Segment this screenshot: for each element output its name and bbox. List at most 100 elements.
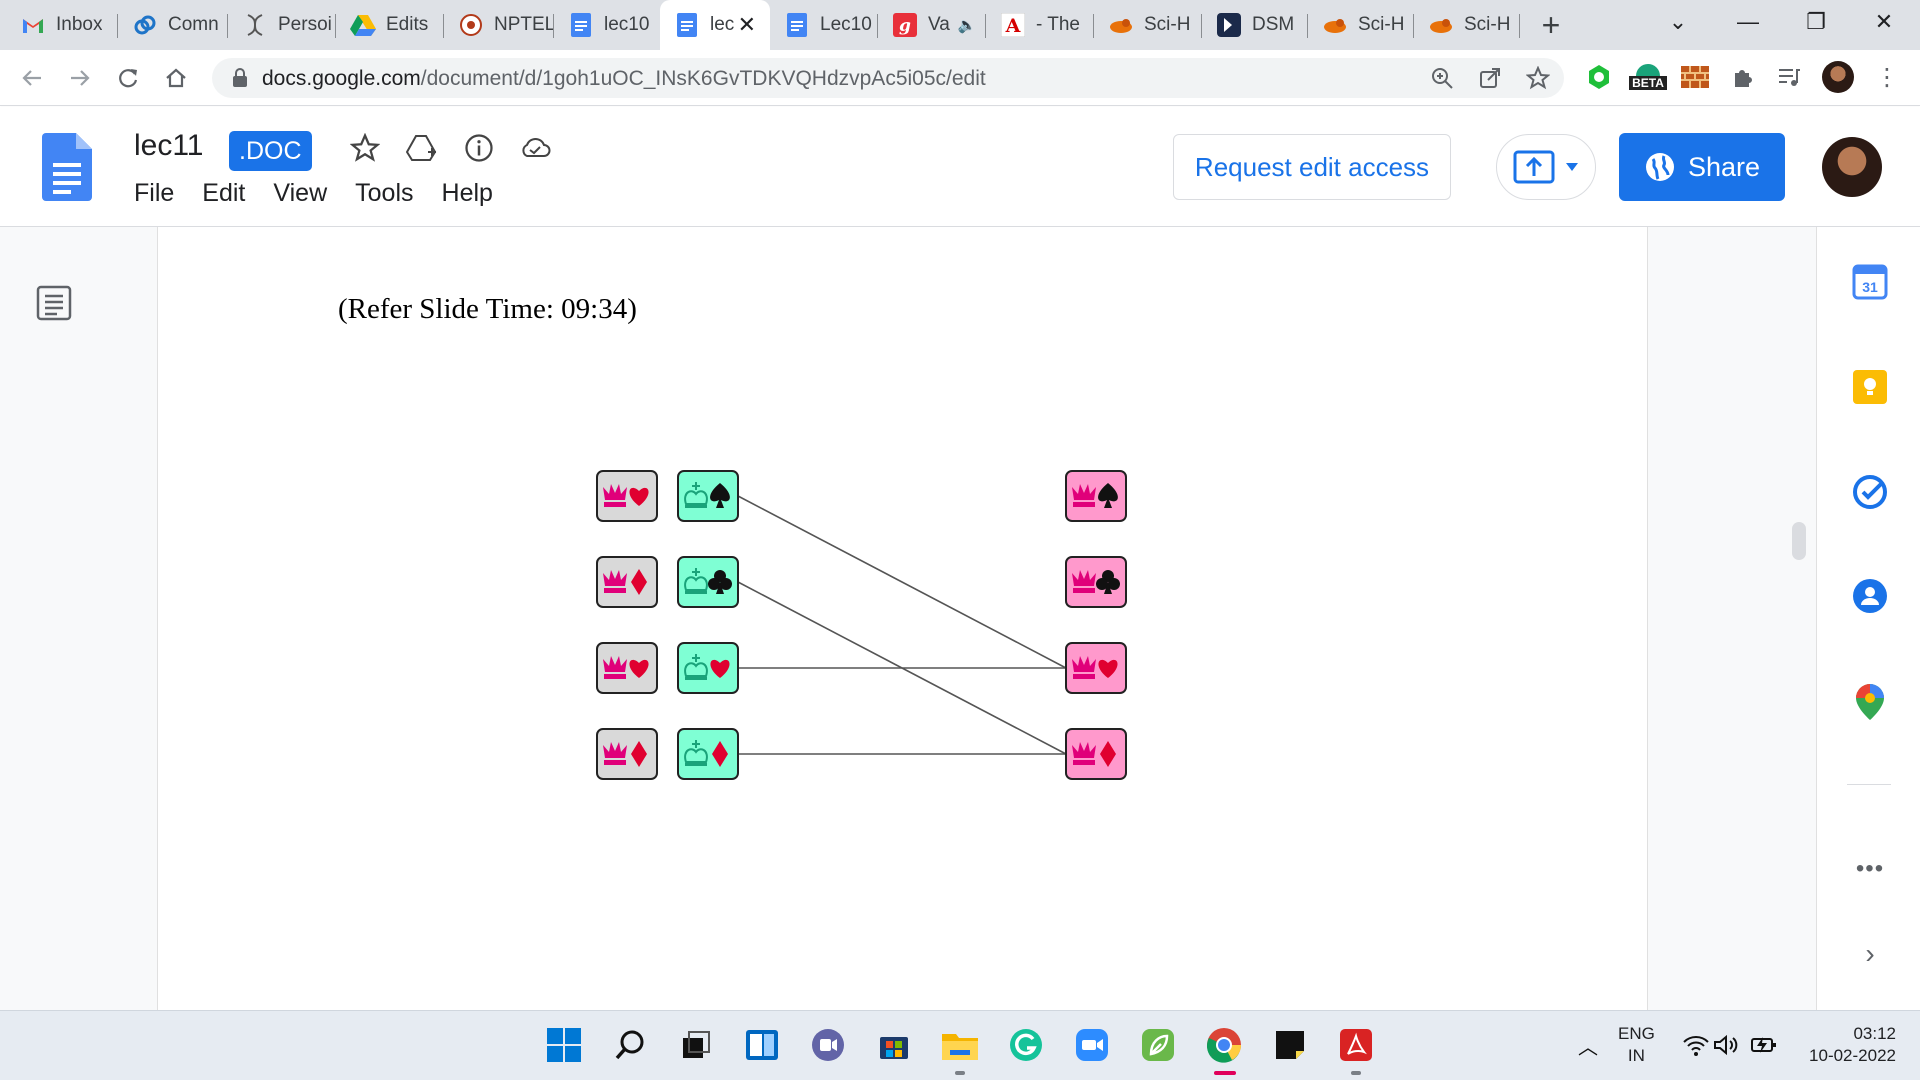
document-outline-icon[interactable] <box>36 285 72 326</box>
start-icon[interactable] <box>544 1025 584 1065</box>
volume-icon[interactable] <box>1706 1025 1746 1065</box>
widgets-icon[interactable] <box>742 1025 782 1065</box>
vertical-scrollbar-thumb[interactable] <box>1792 522 1806 560</box>
menu-tools[interactable]: Tools <box>355 179 414 207</box>
extensions-puzzle-icon[interactable] <box>1726 60 1760 94</box>
language-indicator[interactable]: ENG IN <box>1618 1023 1655 1067</box>
crow-icon <box>1428 12 1454 38</box>
extension-wall-icon[interactable] <box>1678 60 1712 94</box>
home-button[interactable] <box>156 58 196 98</box>
tab-va[interactable]: g Va 🔈 <box>878 0 986 50</box>
sticky-notes-icon[interactable] <box>1270 1025 1310 1065</box>
battery-charging-icon[interactable] <box>1744 1025 1784 1065</box>
tab-dsm[interactable]: DSM <box>1202 0 1308 50</box>
tab-lec10[interactable]: lec10 <box>554 0 660 50</box>
cloud-saved-icon[interactable] <box>516 129 554 167</box>
tab-scihub-3[interactable]: Sci-H <box>1414 0 1520 50</box>
back-button[interactable] <box>12 58 52 98</box>
tab-scihub-2[interactable]: Sci-H <box>1308 0 1414 50</box>
leaf-app-icon[interactable] <box>1138 1025 1178 1065</box>
reload-button[interactable] <box>108 58 148 98</box>
chevron-up-icon[interactable]: ︿ <box>1578 1036 1598 1059</box>
search-icon[interactable] <box>610 1025 650 1065</box>
zoom-meeting-icon[interactable] <box>1072 1025 1112 1065</box>
doc-format-badge: .DOC <box>229 131 312 171</box>
wifi-icon[interactable] <box>1676 1025 1716 1065</box>
address-bar[interactable]: docs.google.com/document/d/1goh1uOC_INsK… <box>212 58 1564 98</box>
diamond-suit-icon <box>631 569 647 595</box>
middle-card-king-diamond <box>677 728 739 780</box>
card-face <box>677 556 739 608</box>
present-upload-icon <box>1513 150 1555 184</box>
system-clock[interactable]: 03:12 10-02-2022 <box>1796 1023 1896 1067</box>
calendar-icon[interactable]: 31 <box>1851 263 1889 301</box>
store-icon[interactable] <box>874 1025 914 1065</box>
browser-menu-icon[interactable]: ⋮ <box>1875 63 1899 91</box>
bookmark-star-icon[interactable] <box>1524 64 1552 92</box>
media-queue-icon[interactable] <box>1772 60 1806 94</box>
queen-base <box>604 502 626 507</box>
g-letter-icon: g <box>892 12 918 38</box>
speaker-icon[interactable]: 🔈 <box>957 17 977 34</box>
contacts-icon[interactable] <box>1851 577 1889 615</box>
zoom-icon[interactable] <box>1428 64 1456 92</box>
diamond-suit-icon <box>631 741 647 767</box>
new-tab-button[interactable]: + <box>1541 7 1561 43</box>
acrobat-icon[interactable] <box>1336 1025 1376 1065</box>
present-button[interactable] <box>1496 134 1596 200</box>
extension-green-icon[interactable] <box>1582 60 1616 94</box>
tab-scihub-1[interactable]: Sci-H <box>1094 0 1202 50</box>
task-view-icon[interactable] <box>676 1025 716 1065</box>
tab-nptel[interactable]: NPTEL <box>444 0 554 50</box>
king-base <box>685 591 707 594</box>
keep-icon[interactable] <box>1851 368 1889 406</box>
more-icon[interactable]: ••• <box>1855 855 1885 882</box>
tab-title: lec <box>710 14 735 35</box>
forward-button[interactable] <box>60 58 100 98</box>
club-stem <box>1104 582 1112 594</box>
tab-search-chevron-icon[interactable]: ⌄ <box>1668 9 1688 34</box>
side-panel: 31 ••• › <box>1816 227 1920 1010</box>
menu-help[interactable]: Help <box>441 179 493 207</box>
star-icon[interactable] <box>346 129 384 167</box>
queen-crown-icon <box>1072 656 1096 672</box>
teams-chat-icon[interactable] <box>808 1025 848 1065</box>
tab-the[interactable]: A - The <box>986 0 1094 50</box>
queen-base <box>1073 760 1095 765</box>
file-explorer-icon[interactable] <box>940 1025 980 1065</box>
restore-button[interactable]: ❐ <box>1806 9 1826 34</box>
queen-crown-icon <box>603 570 627 586</box>
chevron-right-icon[interactable]: › <box>1865 938 1875 969</box>
menu-view[interactable]: View <box>273 179 328 207</box>
chrome-icon[interactable] <box>1204 1025 1244 1065</box>
document-title[interactable]: lec11 <box>134 129 204 162</box>
share-page-icon[interactable] <box>1476 64 1504 92</box>
google-docs-icon <box>674 12 700 38</box>
menu-file[interactable]: File <box>134 179 175 207</box>
tab-drive-edits[interactable]: Edits <box>336 0 444 50</box>
request-edit-access-button[interactable]: Request edit access <box>1173 134 1451 200</box>
lock-icon[interactable] <box>232 68 248 93</box>
extension-beta-icon[interactable]: BETA <box>1628 58 1668 92</box>
profile-avatar[interactable] <box>1821 60 1855 94</box>
close-window-button[interactable]: ✕ <box>1874 9 1894 34</box>
grammarly-icon[interactable] <box>1006 1025 1046 1065</box>
info-icon[interactable] <box>460 129 498 167</box>
tab-title: Sci-H <box>1464 14 1511 35</box>
tab-comn[interactable]: Comn <box>118 0 228 50</box>
tab-lec10-alt[interactable]: Lec10 <box>770 0 878 50</box>
close-icon[interactable]: ✕ <box>737 12 756 37</box>
tab-lec11-active[interactable]: lec ✕ <box>660 0 770 50</box>
menu-edit[interactable]: Edit <box>202 179 246 207</box>
minimize-button[interactable]: — <box>1737 9 1759 34</box>
google-docs-logo-icon[interactable] <box>42 133 92 206</box>
maps-icon[interactable] <box>1851 683 1889 721</box>
tab-person[interactable]: Persoi <box>228 0 336 50</box>
google-docs-icon <box>784 12 810 38</box>
move-to-drive-icon[interactable] <box>403 129 441 167</box>
tasks-icon[interactable] <box>1851 473 1889 511</box>
account-avatar[interactable] <box>1822 137 1882 197</box>
tab-gmail-inbox[interactable]: Inbox <box>6 0 118 50</box>
tab-title: Sci-H <box>1358 14 1405 35</box>
share-button[interactable]: Share <box>1619 133 1785 201</box>
